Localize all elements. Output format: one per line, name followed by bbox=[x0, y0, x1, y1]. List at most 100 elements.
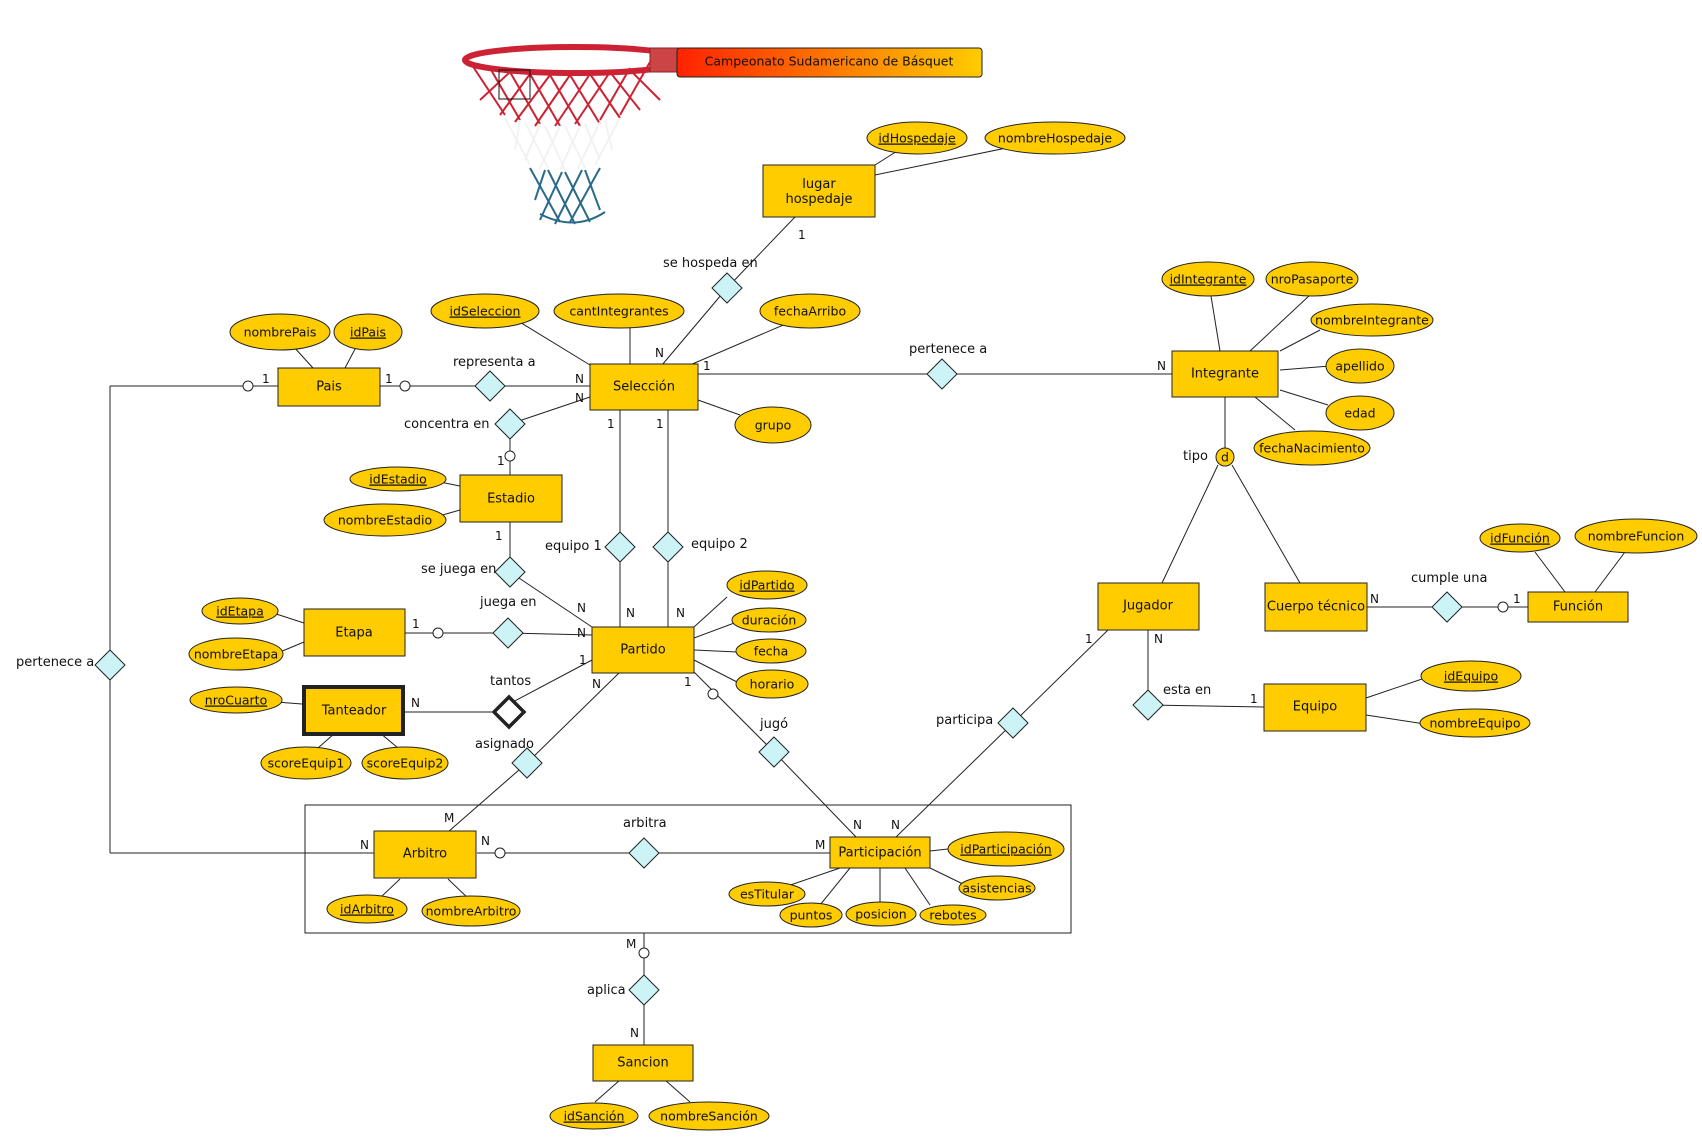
attr-label: fechaNacimiento bbox=[1259, 441, 1365, 456]
attr-fechaArribo[interactable]: fechaArribo bbox=[759, 293, 861, 329]
cardinality-label: N bbox=[630, 1026, 639, 1040]
entity-partido[interactable]: Partido bbox=[591, 626, 695, 674]
attr-idEquipo[interactable]: idEquipo bbox=[1420, 660, 1522, 692]
attr-label: idPartido bbox=[739, 578, 794, 593]
attr-asistencias[interactable]: asistencias bbox=[958, 875, 1036, 901]
cardinality-label: 1 bbox=[607, 417, 615, 431]
attr-idEtapa[interactable]: idEtapa bbox=[201, 597, 279, 625]
cardinality-label: 1 bbox=[262, 372, 270, 386]
cardinality-label: N bbox=[481, 834, 490, 848]
attr-scoreEquip2[interactable]: scoreEquip2 bbox=[361, 746, 449, 780]
rel-equipo-2[interactable]: equipo 2 bbox=[652, 531, 748, 563]
rel-concentra-en[interactable]: concentra en bbox=[404, 408, 526, 440]
attr-cantIntegrantes[interactable]: cantIntegrantes bbox=[553, 293, 685, 329]
entity-label: Equipo bbox=[1293, 700, 1338, 715]
attr-nombrePais[interactable]: nombrePais bbox=[229, 313, 331, 351]
rel-se-hospeda-en[interactable]: se hospeda en bbox=[663, 256, 758, 304]
specialization-disjoint[interactable]: d tipo bbox=[1183, 447, 1235, 467]
attr-idIntegrante[interactable]: idIntegrante bbox=[1161, 261, 1255, 297]
attr-label: duración bbox=[742, 613, 797, 628]
entity-pais[interactable]: Pais bbox=[277, 367, 381, 407]
rel-label: participa bbox=[936, 713, 993, 728]
rel-esta-en[interactable]: esta en bbox=[1132, 683, 1211, 721]
attr-label: esTitular bbox=[740, 887, 795, 902]
cardinality-label: M bbox=[444, 811, 454, 825]
attr-nombreSancion[interactable]: nombreSanción bbox=[648, 1101, 770, 1131]
entity-participacion[interactable]: Participación bbox=[829, 836, 931, 869]
attr-label: nombreArbitro bbox=[426, 904, 517, 919]
attr-posicion[interactable]: posicion bbox=[845, 901, 917, 927]
rel-tantos[interactable]: tantos bbox=[490, 674, 531, 730]
attr-rebotes[interactable]: rebotes bbox=[919, 904, 987, 926]
attr-apellido[interactable]: apellido bbox=[1325, 348, 1395, 384]
rel-label: juega en bbox=[479, 595, 536, 610]
rel-se-juega-en[interactable]: se juega en bbox=[421, 556, 526, 588]
rel-cumple-una[interactable]: cumple una bbox=[1411, 571, 1488, 623]
attr-idSancion[interactable]: idSanción bbox=[549, 1102, 639, 1130]
attr-nombreEquipo[interactable]: nombreEquipo bbox=[1419, 708, 1531, 738]
attr-grupo[interactable]: grupo bbox=[734, 406, 812, 444]
attr-duracion[interactable]: duración bbox=[731, 607, 807, 633]
rel-pertenece-a-arbitro[interactable]: pertenece a bbox=[16, 649, 126, 681]
entity-sancion[interactable]: Sancion bbox=[592, 1044, 694, 1082]
attr-nombreHospedaje[interactable]: nombreHospedaje bbox=[984, 121, 1126, 155]
specialization-symbol: d bbox=[1221, 450, 1229, 465]
attr-fecha[interactable]: fecha bbox=[735, 638, 807, 664]
entity-etapa[interactable]: Etapa bbox=[303, 608, 406, 657]
rel-asignado[interactable]: asignado bbox=[475, 737, 543, 779]
cardinality-label: N bbox=[853, 818, 862, 832]
entity-jugador[interactable]: Jugador bbox=[1097, 582, 1200, 631]
attr-fechaNacimiento[interactable]: fechaNacimiento bbox=[1253, 430, 1371, 466]
attr-nroCuarto[interactable]: nroCuarto bbox=[189, 686, 283, 714]
attr-horario[interactable]: horario bbox=[735, 669, 809, 699]
attr-label: puntos bbox=[790, 908, 833, 923]
rel-equipo-1[interactable]: equipo 1 bbox=[545, 531, 636, 563]
entity-label: Tanteador bbox=[321, 704, 387, 719]
rel-juega-en[interactable]: juega en bbox=[479, 595, 536, 649]
attr-label: nombreEstadio bbox=[338, 513, 432, 528]
attr-nombreEtapa[interactable]: nombreEtapa bbox=[188, 637, 284, 671]
attr-edad[interactable]: edad bbox=[1325, 395, 1395, 431]
attr-puntos[interactable]: puntos bbox=[779, 902, 843, 928]
diagram-title: Campeonato Sudamericano de Básquet bbox=[705, 54, 954, 69]
entity-seleccion[interactable]: Selección bbox=[589, 363, 699, 411]
attr-nroPasaporte[interactable]: nroPasaporte bbox=[1265, 261, 1359, 297]
rel-aplica[interactable]: aplica bbox=[587, 974, 660, 1006]
entity-label: Selección bbox=[613, 380, 675, 395]
cardinality-label: 1 bbox=[497, 454, 505, 468]
rel-label: jugó bbox=[759, 717, 788, 732]
rel-participa[interactable]: participa bbox=[936, 707, 1029, 739]
attr-idPais[interactable]: idPais bbox=[333, 313, 403, 351]
attr-idParticipacion[interactable]: idParticipación bbox=[947, 831, 1065, 867]
attr-idArbitro[interactable]: idArbitro bbox=[326, 894, 408, 924]
entity-cuerpo-tecnico[interactable]: Cuerpo técnico bbox=[1264, 582, 1368, 632]
entity-integrante[interactable]: Integrante bbox=[1171, 350, 1279, 398]
entity-funcion[interactable]: Función bbox=[1527, 591, 1629, 623]
entity-estadio[interactable]: Estadio bbox=[459, 474, 563, 523]
rel-label: asignado bbox=[475, 737, 534, 752]
attr-nombreArbitro[interactable]: nombreArbitro bbox=[421, 895, 521, 927]
attr-idPartido[interactable]: idPartido bbox=[726, 570, 808, 600]
attr-nombreIntegrante[interactable]: nombreIntegrante bbox=[1310, 303, 1434, 337]
attr-label: idSeleccion bbox=[450, 304, 521, 319]
rel-arbitra[interactable]: arbitra bbox=[623, 816, 667, 869]
attr-nombreEstadio[interactable]: nombreEstadio bbox=[323, 503, 447, 537]
entity-tanteador[interactable]: Tanteador bbox=[302, 685, 405, 736]
cardinality-label: N bbox=[575, 372, 584, 386]
attr-scoreEquip1[interactable]: scoreEquip1 bbox=[260, 746, 352, 780]
entity-arbitro[interactable]: Arbitro bbox=[373, 830, 477, 879]
attr-idHospedaje[interactable]: idHospedaje bbox=[866, 121, 968, 155]
attr-nombreFuncion[interactable]: nombreFuncion bbox=[1574, 518, 1698, 554]
entity-equipo[interactable]: Equipo bbox=[1263, 683, 1367, 732]
attr-label: nroCuarto bbox=[205, 693, 267, 708]
attr-idSeleccion[interactable]: idSeleccion bbox=[430, 293, 540, 329]
rel-jugo[interactable]: jugó bbox=[758, 717, 790, 768]
attr-esTitular[interactable]: esTitular bbox=[728, 881, 806, 907]
rel-representa-a[interactable]: representa a bbox=[453, 355, 536, 402]
attr-idEstadio[interactable]: idEstadio bbox=[349, 466, 447, 492]
attr-idFuncion[interactable]: idFunción bbox=[1479, 523, 1561, 553]
rel-label: aplica bbox=[587, 983, 626, 998]
entity-label: Pais bbox=[316, 380, 342, 395]
rel-pertenece-a-integrante[interactable]: pertenece a bbox=[909, 342, 987, 390]
